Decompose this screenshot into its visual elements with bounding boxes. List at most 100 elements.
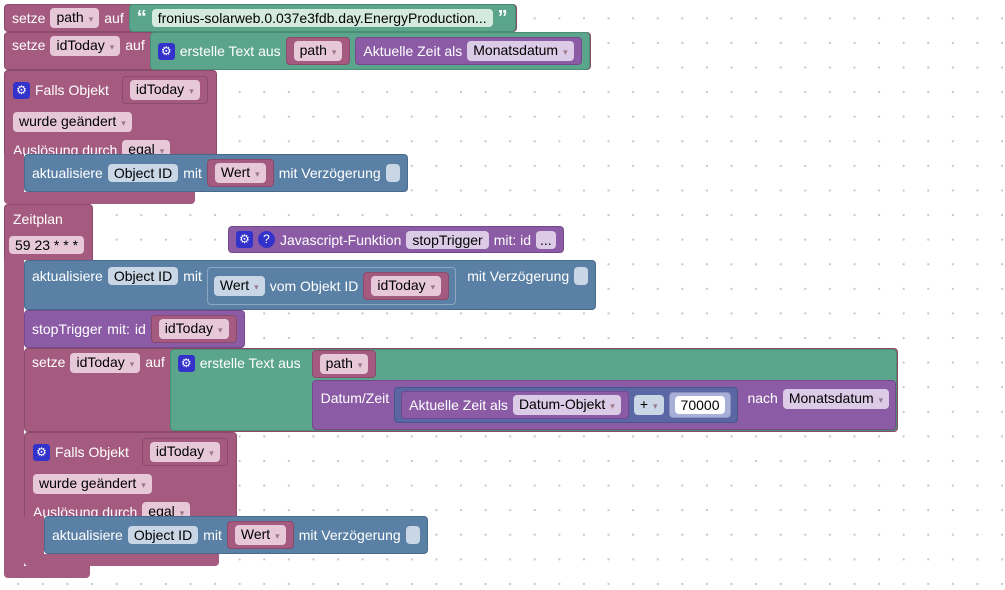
cause-value: egal bbox=[128, 141, 155, 157]
time-format-dropdown[interactable]: Monatsdatum▾ bbox=[467, 41, 574, 61]
var-value: idToday bbox=[377, 277, 426, 293]
chevron-down-icon: ▾ bbox=[88, 14, 94, 24]
var-dropdown[interactable]: idToday▾ bbox=[129, 80, 200, 100]
var-dropdown[interactable]: path▾ bbox=[293, 41, 343, 61]
math-add-block[interactable]: Aktuelle Zeit als Datum-Objekt▾ +▾ 70000 bbox=[394, 387, 739, 423]
change-dropdown[interactable]: wurde geändert ▾ bbox=[33, 474, 152, 494]
output-format-dropdown[interactable]: Monatsdatum▾ bbox=[782, 389, 890, 409]
setze-label: setze bbox=[12, 37, 46, 53]
object-id-field[interactable]: Object ID bbox=[107, 164, 179, 182]
delay-checkbox[interactable] bbox=[385, 164, 400, 182]
var-value: idToday bbox=[164, 320, 214, 336]
set-idtoday-block[interactable]: setze idToday▾ auf ⚙ erstelle Text aus p… bbox=[24, 348, 899, 432]
cause-value: egal bbox=[148, 503, 175, 519]
var-dropdown[interactable]: path▾ bbox=[50, 8, 100, 28]
time-label: Aktuelle Zeit als bbox=[363, 43, 463, 59]
text-block[interactable]: “ fronius-solarweb.0.037e3fdb.day.Energy… bbox=[128, 4, 516, 32]
object-id-field[interactable]: Object ID bbox=[127, 526, 199, 544]
object-var-block[interactable]: idToday▾ bbox=[121, 76, 208, 104]
schedule-side bbox=[4, 260, 24, 566]
number-block[interactable]: 70000 bbox=[668, 392, 732, 418]
var-dropdown[interactable]: path▾ bbox=[319, 354, 369, 374]
params-button[interactable]: ... bbox=[536, 230, 556, 249]
object-var-block[interactable]: idToday▾ bbox=[141, 438, 228, 466]
update-label: aktualisiere bbox=[52, 527, 123, 543]
datetime-format-block[interactable]: Datum/Zeit Aktuelle Zeit als Datum-Objek… bbox=[311, 380, 897, 430]
schedule-bottom bbox=[4, 566, 90, 578]
help-icon[interactable]: ? bbox=[258, 231, 275, 248]
cron-field[interactable]: 59 23 * * * bbox=[9, 236, 85, 254]
trigger-block[interactable]: ⚙ Falls Objekt idToday▾ wurde geändert▾ … bbox=[4, 70, 408, 204]
datetime-label: Datum/Zeit bbox=[320, 390, 390, 406]
join-label: erstelle Text aus bbox=[199, 355, 301, 371]
function-call-block[interactable]: stopTrigger mit: id idToday▾ bbox=[24, 310, 245, 348]
trigger-header: ⚙ Falls Objekt idToday▾ wurde geändert▾ … bbox=[4, 70, 217, 160]
delay-label: mit Verzögerung bbox=[278, 165, 381, 181]
value-var-block[interactable]: Wert▾ bbox=[206, 159, 274, 187]
change-value: wurde geändert bbox=[19, 113, 117, 129]
trigger-bottom bbox=[4, 192, 195, 204]
chevron-down-icon: ▾ bbox=[254, 282, 259, 292]
trigger-side bbox=[4, 154, 24, 192]
var-dropdown[interactable]: idToday▾ bbox=[50, 36, 121, 56]
current-time-block[interactable]: Aktuelle Zeit als Monatsdatum▾ bbox=[355, 37, 582, 65]
chevron-down-icon: ▾ bbox=[331, 47, 337, 57]
join-text-block[interactable]: ⚙ erstelle Text aus path▾ Aktuelle Zeit … bbox=[149, 32, 590, 70]
chevron-down-icon: ▾ bbox=[141, 480, 146, 490]
javascript-function-block[interactable]: ⚙ ? Javascript-Funktion stopTrigger mit:… bbox=[228, 226, 564, 253]
object-var-block[interactable]: idToday▾ bbox=[363, 272, 450, 300]
delay-checkbox[interactable] bbox=[405, 526, 420, 544]
auf-label: auf bbox=[125, 37, 145, 53]
operator-value: + bbox=[639, 396, 649, 412]
time-format-dropdown[interactable]: Datum-Objekt▾ bbox=[512, 395, 621, 415]
update-block[interactable]: aktualisiere Object ID mit Wert▾ mit Ver… bbox=[44, 516, 428, 554]
var-value: idToday bbox=[76, 354, 125, 370]
var-dropdown[interactable]: Wert▾ bbox=[214, 163, 266, 183]
gear-icon[interactable]: ⚙ bbox=[13, 81, 30, 99]
chevron-down-icon: ▾ bbox=[121, 118, 126, 128]
join-text-block[interactable]: ⚙ erstelle Text aus path▾ Datum/Zeit Akt… bbox=[169, 349, 898, 431]
delay-checkbox[interactable] bbox=[574, 267, 589, 285]
chevron-down-icon: ▾ bbox=[653, 401, 658, 411]
update-block[interactable]: aktualisiere Object ID mit Wert▾ mit Ver… bbox=[24, 154, 408, 192]
number-input[interactable]: 70000 bbox=[674, 396, 726, 414]
schedule-label: Zeitplan bbox=[13, 211, 63, 227]
var-dropdown[interactable]: Wert▾ bbox=[234, 525, 286, 545]
current-time-block[interactable]: Aktuelle Zeit als Datum-Objekt▾ bbox=[401, 391, 629, 419]
schedule-block[interactable]: Zeitplan 59 23 * * * aktualisiere Object… bbox=[4, 204, 899, 578]
function-name-field[interactable]: stopTrigger bbox=[406, 230, 489, 249]
change-dropdown[interactable]: wurde geändert ▾ bbox=[13, 112, 132, 132]
chevron-down-icon: ▾ bbox=[563, 47, 568, 57]
path-var-block[interactable]: path▾ bbox=[311, 350, 377, 378]
gear-icon[interactable]: ⚙ bbox=[177, 355, 195, 372]
change-value: wurde geändert bbox=[39, 475, 137, 491]
from-object-label: vom Objekt ID bbox=[269, 278, 359, 294]
update-block[interactable]: aktualisiere Object ID mit Wert▾ vom Obj… bbox=[24, 260, 597, 310]
quote-close-icon: ” bbox=[497, 7, 508, 29]
chevron-down-icon: ▾ bbox=[129, 359, 135, 369]
id-var-block[interactable]: idToday▾ bbox=[150, 315, 237, 343]
value-var-block[interactable]: Wert▾ bbox=[226, 521, 294, 549]
schedule-header: Zeitplan 59 23 * * * bbox=[4, 204, 94, 260]
object-id-field[interactable]: Object ID bbox=[107, 267, 179, 285]
quote-open-icon: “ bbox=[136, 7, 147, 29]
attr-dropdown[interactable]: Wert▾ bbox=[213, 276, 265, 296]
text-input[interactable]: fronius-solarweb.0.037e3fdb.day.EnergyPr… bbox=[151, 9, 493, 27]
operator-dropdown[interactable]: +▾ bbox=[633, 395, 664, 415]
var-dropdown[interactable]: idToday▾ bbox=[158, 319, 229, 339]
var-dropdown[interactable]: idToday ▾ bbox=[70, 353, 141, 373]
set-idtoday-block[interactable]: setze idToday▾ auf ⚙ erstelle Text aus p… bbox=[4, 32, 591, 70]
set-path-block[interactable]: setze path▾ auf “ fronius-solarweb.0.037… bbox=[4, 4, 517, 32]
var-value: Wert bbox=[240, 526, 271, 542]
var-dropdown[interactable]: idToday▾ bbox=[149, 442, 220, 462]
get-value-block[interactable]: Wert▾ vom Objekt ID idToday▾ bbox=[206, 267, 457, 305]
mit-label: mit bbox=[183, 165, 202, 181]
trigger-header: ⚙ Falls Objekt idToday▾ wurde geändert▾ … bbox=[24, 432, 237, 522]
gear-icon[interactable]: ⚙ bbox=[236, 231, 253, 248]
chevron-down-icon: ▾ bbox=[255, 169, 260, 179]
var-dropdown[interactable]: idToday▾ bbox=[371, 276, 442, 296]
gear-icon[interactable]: ⚙ bbox=[33, 443, 50, 461]
trigger-block[interactable]: ⚙ Falls Objekt idToday▾ wurde geändert▾ … bbox=[24, 432, 428, 566]
gear-icon[interactable]: ⚙ bbox=[157, 42, 175, 60]
path-var-block[interactable]: path▾ bbox=[285, 37, 351, 65]
